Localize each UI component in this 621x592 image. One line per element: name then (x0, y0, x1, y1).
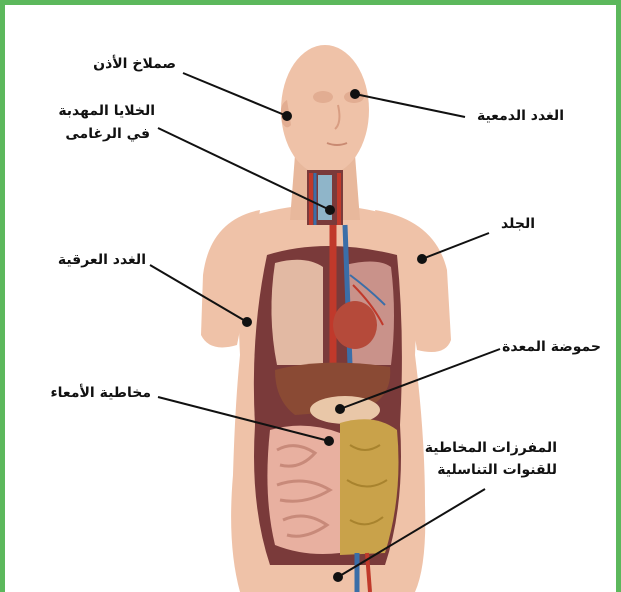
label-stomach-acidity: حموضة المعدة (502, 338, 601, 357)
label-ciliated-cells-line2: في الرغامى (65, 125, 150, 144)
anatomy-torso-model (5, 5, 616, 592)
label-skin: الجلد (501, 215, 535, 234)
label-ciliated-cells-line1: الخلايا المهدبة (58, 102, 155, 121)
neck-internals (307, 170, 343, 225)
body-cavity (254, 225, 402, 592)
label-sweat-glands: الغدد العرقية (58, 251, 146, 270)
label-mucous-secretions-line2: للقنوات التناسلية (437, 461, 557, 480)
label-intestinal-mucosa: مخاطية الأمعاء (51, 384, 152, 403)
label-ear-pinna: صملاخ الأذن (93, 55, 176, 74)
label-mucous-secretions-line1: المفرزات المخاطية (425, 439, 557, 458)
label-lacrimal-glands: الغدد الدمعية (477, 107, 564, 126)
